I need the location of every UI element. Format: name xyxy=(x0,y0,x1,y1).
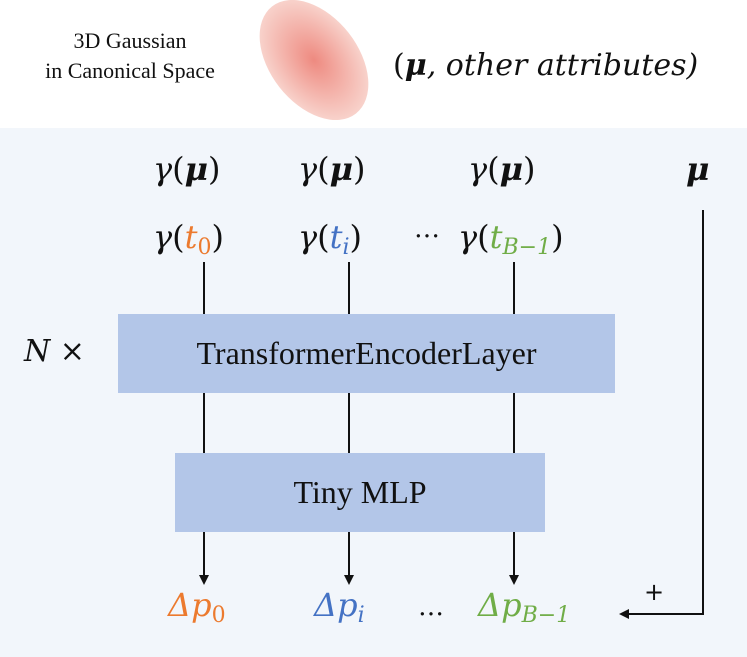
gamma-mu-B: γ(μ) xyxy=(468,150,536,188)
gaussian-caption-line1: 3D Gaussian xyxy=(73,28,187,53)
tiny-mlp: Tiny MLP xyxy=(175,453,545,532)
skip-plus-label: + xyxy=(644,578,665,606)
gaussian-caption-line2: in Canonical Space xyxy=(45,58,215,83)
skip-connection xyxy=(619,210,704,619)
mu-symbol: μ xyxy=(404,48,427,83)
gamma-mu-0: γ(μ) xyxy=(153,150,221,188)
gaussian-caption: 3D Gaussian in Canonical Space xyxy=(30,26,230,86)
transformer-encoder-layer: TransformerEncoderLayer xyxy=(118,314,615,393)
output-delta-B: ΔpB−1 xyxy=(478,586,571,628)
gamma-t-0: γ(t0) xyxy=(153,218,224,260)
gamma-t-i: γ(ti) xyxy=(298,218,362,260)
input-ellipsis: … xyxy=(414,214,440,244)
gaussian-attributes: (μ, other attributes) xyxy=(393,48,699,83)
skip-mu-label: μ xyxy=(686,150,710,188)
output-delta-i: Δpi xyxy=(314,586,365,628)
gamma-t-B: γ(tB−1) xyxy=(458,218,564,260)
output-ellipsis: … xyxy=(418,592,444,622)
gamma-mu-i: γ(μ) xyxy=(298,150,366,188)
repeat-label: N × xyxy=(24,334,85,369)
output-delta-0: Δp0 xyxy=(168,586,226,628)
gaussian-ellipse xyxy=(259,0,369,121)
